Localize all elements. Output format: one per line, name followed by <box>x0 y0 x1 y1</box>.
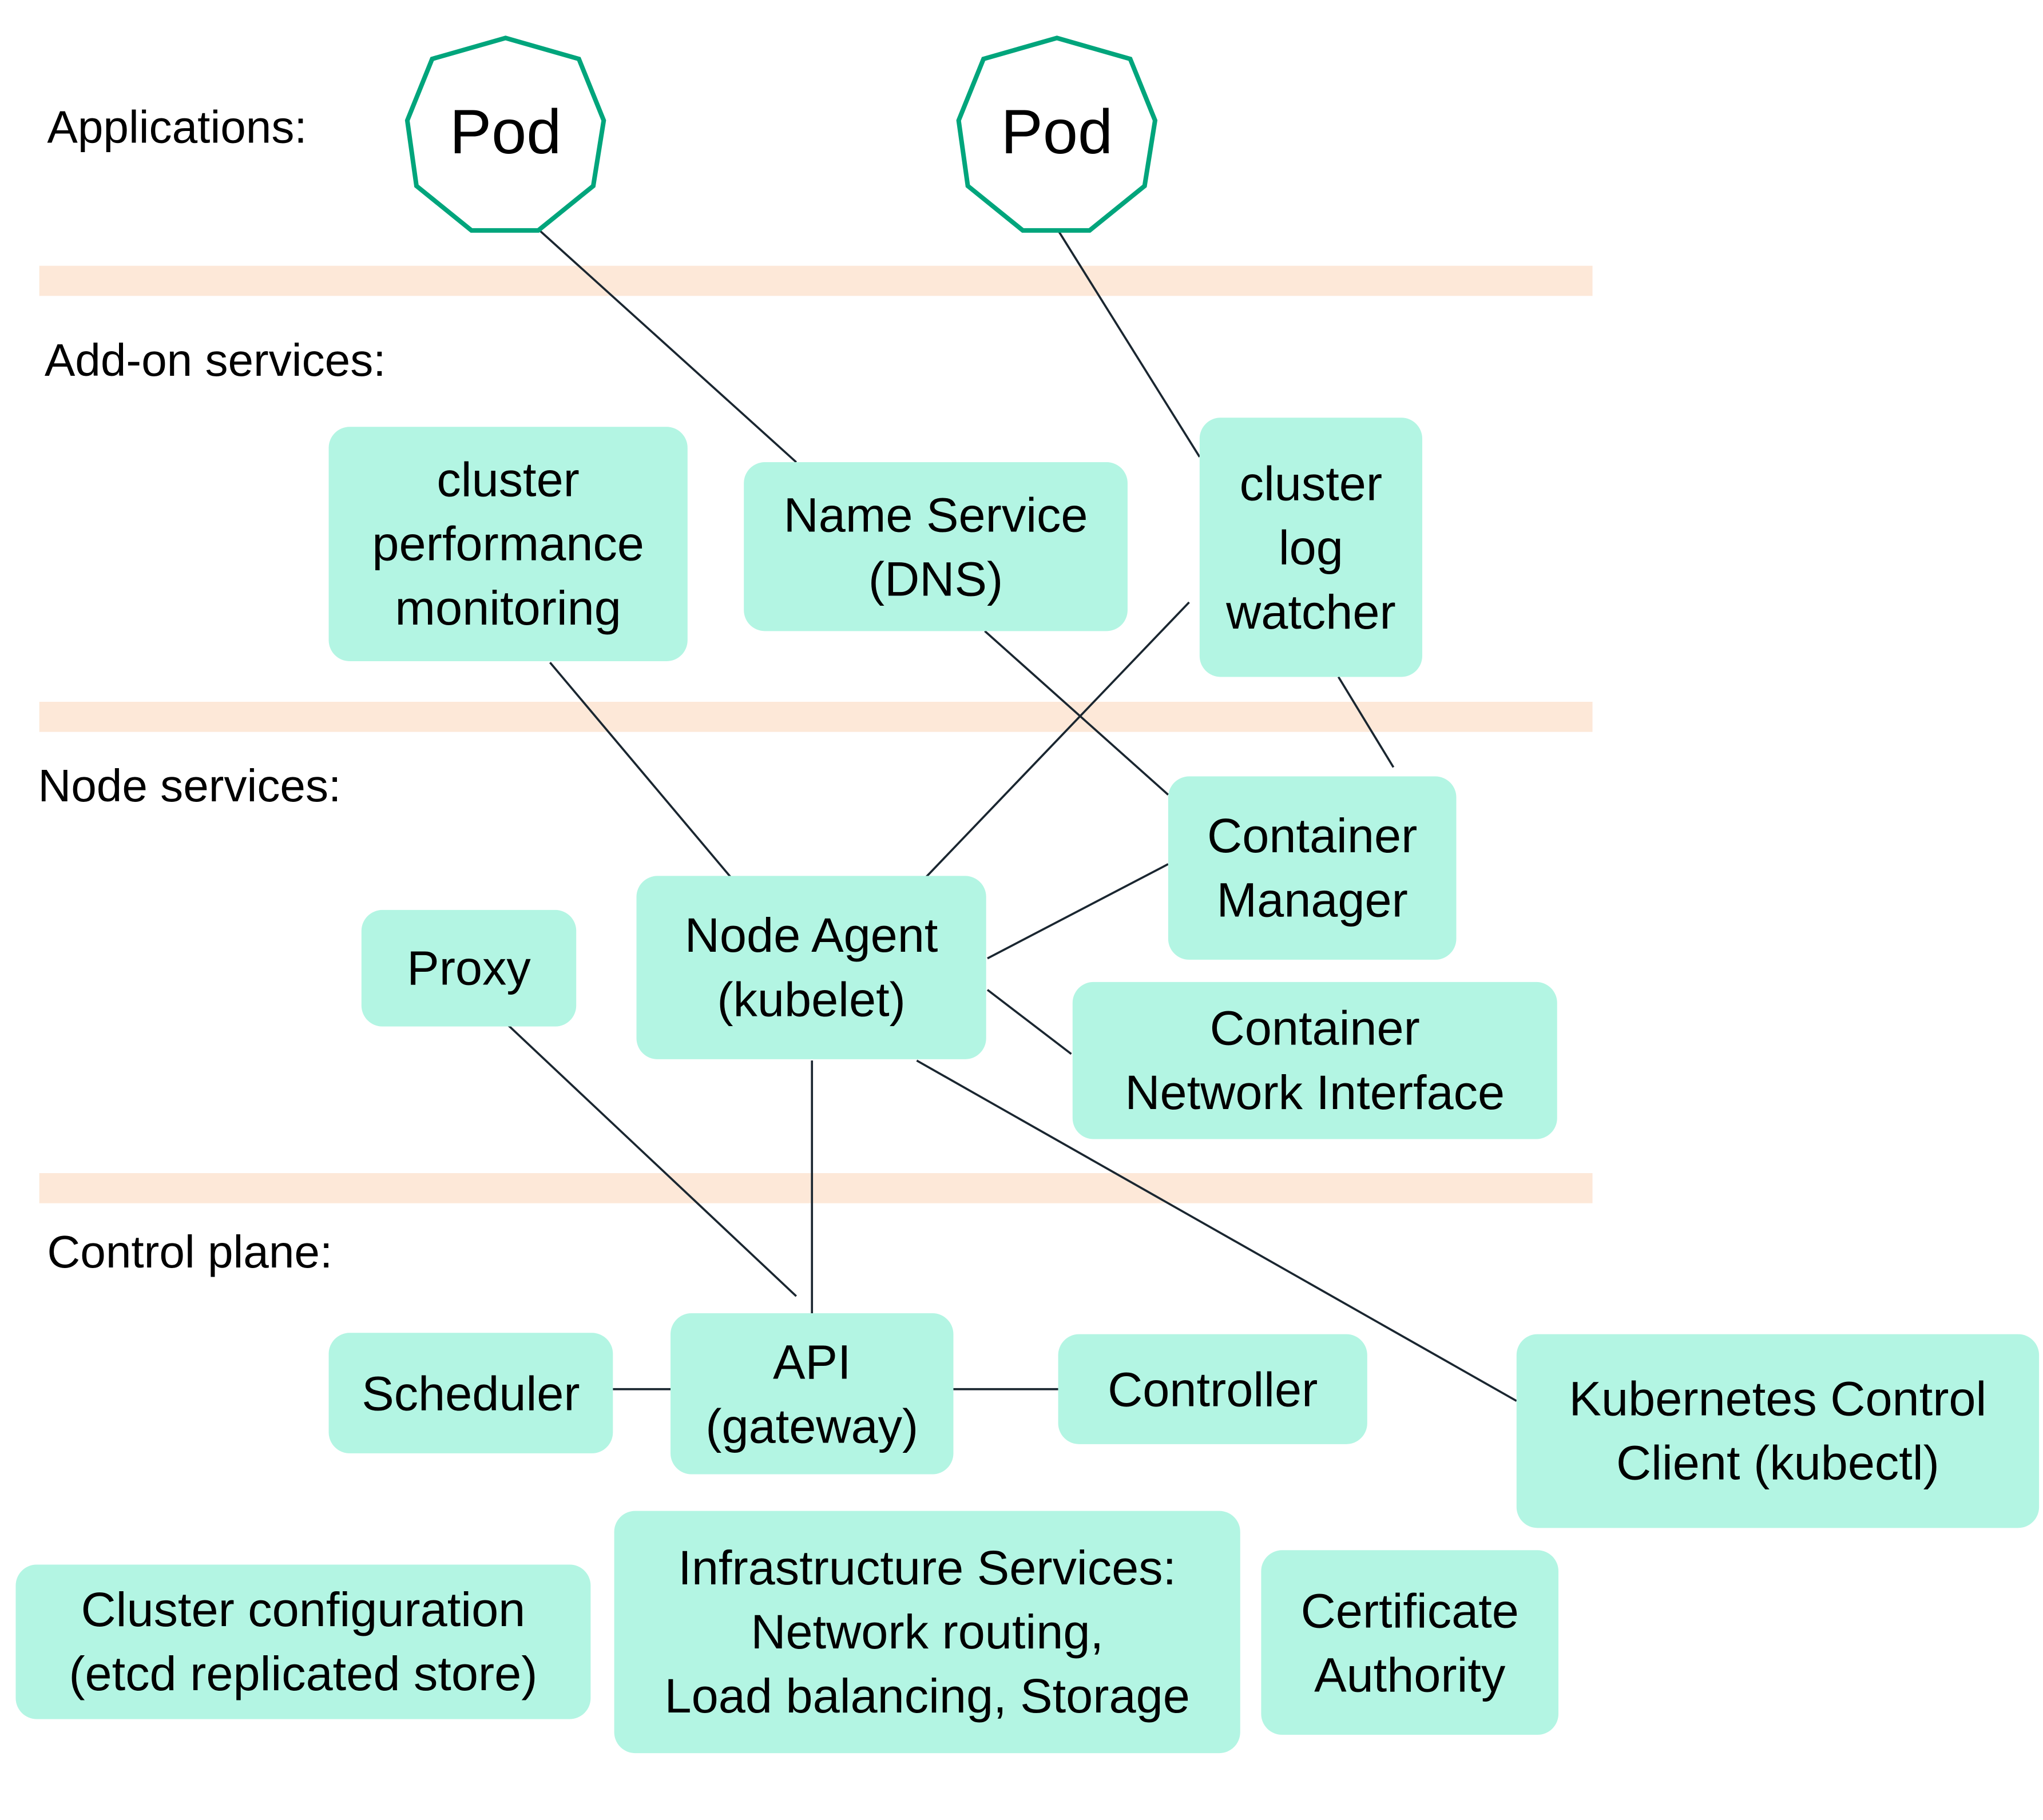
box-proxy[interactable]: Proxy <box>361 909 577 1027</box>
layer-divider <box>39 1173 1593 1203</box>
layer-divider <box>39 701 1593 732</box>
box-cluster-performance-monitoring[interactable]: cluster performance monitoring <box>328 427 688 661</box>
pod-octagon <box>956 35 1158 233</box>
layer-label-addons: Add-on services: <box>44 335 386 387</box>
box-name-service-dns[interactable]: Name Service (DNS) <box>744 462 1128 631</box>
connector-perf-agent <box>549 662 732 878</box>
connector-agent-cni <box>986 989 1072 1055</box>
pod-label: Pod <box>449 97 562 167</box>
connector-logwatcher-manager <box>1337 676 1395 768</box>
connector-agent-manager <box>987 863 1169 960</box>
layer-divider <box>39 265 1593 296</box>
box-scheduler[interactable]: Scheduler <box>328 1333 613 1453</box>
box-certificate-authority[interactable]: Certificate Authority <box>1261 1550 1559 1735</box>
box-controller[interactable]: Controller <box>1058 1334 1367 1444</box>
pod-label: Pod <box>1001 97 1113 167</box>
box-node-agent-kubelet[interactable]: Node Agent (kubelet) <box>636 876 986 1059</box>
connector-pod-logwatcher <box>1057 229 1201 458</box>
connector-proxy-api <box>507 1024 798 1297</box>
connector-dns-manager <box>984 630 1169 796</box>
pod-octagon <box>404 35 606 233</box>
connector-logwatcher-agent <box>925 601 1190 878</box>
connector-agent-kubectl <box>916 1059 1517 1402</box>
layer-label-applications: Applications: <box>47 102 307 153</box>
box-container-manager[interactable]: Container Manager <box>1168 776 1457 960</box>
pod-node[interactable]: Pod <box>957 34 1156 231</box>
box-cluster-log-watcher[interactable]: cluster log watcher <box>1199 418 1422 677</box>
box-kubectl[interactable]: Kubernetes Control Client (kubectl) <box>1516 1334 2040 1528</box>
box-container-network-interface[interactable]: Container Network Interface <box>1072 981 1557 1139</box>
layer-label-node-services: Node services: <box>38 760 342 812</box>
connector-pod-dns <box>538 229 798 463</box>
box-api-gateway[interactable]: API (gateway) <box>671 1313 954 1475</box>
box-cluster-configuration-etcd[interactable]: Cluster configuration (etcd replicated s… <box>15 1564 591 1719</box>
box-infrastructure-services[interactable]: Infrastructure Services: Network routing… <box>614 1511 1240 1754</box>
pod-node[interactable]: Pod <box>406 34 605 231</box>
layer-label-control-plane: Control plane: <box>47 1226 333 1278</box>
